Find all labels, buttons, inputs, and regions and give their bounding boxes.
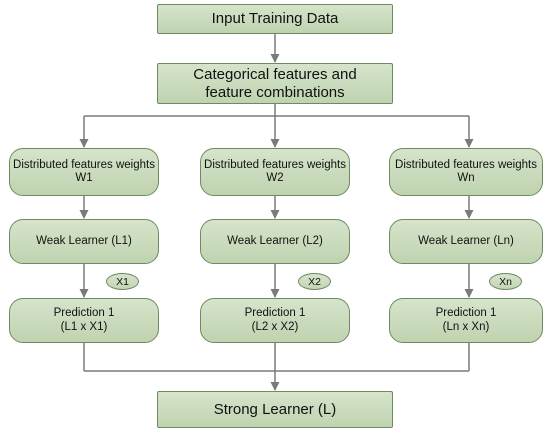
weights-box-1: Distributed features weights W1: [9, 148, 159, 196]
strong-learner-box: Strong Learner (L): [157, 391, 393, 428]
prediction-label-2: Prediction 1: [244, 307, 306, 320]
multiplier-badge-1: X1: [106, 273, 139, 290]
prediction-formula-1: (L1 x X1): [60, 320, 108, 333]
weights-id-2: W2: [266, 172, 284, 184]
weak-learner-label-1: Weak Learner (L1): [36, 234, 132, 247]
multiplier-badge-n: Xn: [489, 273, 522, 290]
prediction-label-1: Prediction 1: [53, 307, 115, 320]
weights-label-1: Distributed features weights: [13, 158, 155, 171]
weights-id-1: W1: [75, 172, 93, 184]
categorical-features-box: Categorical features and feature combina…: [157, 63, 393, 104]
weak-learner-label-2: Weak Learner (L2): [227, 234, 323, 247]
categorical-features-line2: feature combinations: [205, 83, 345, 101]
weak-learner-box-n: Weak Learner (Ln): [389, 219, 543, 264]
weak-learner-label-n: Weak Learner (Ln): [418, 234, 514, 247]
prediction-formula-n: (Ln x Xn): [442, 320, 490, 333]
weights-label-n: Distributed features weights: [395, 158, 537, 171]
prediction-box-1: Prediction 1 (L1 x X1): [9, 298, 159, 343]
multiplier-label-1: X1: [116, 275, 129, 288]
weights-box-2: Distributed features weights W2: [200, 148, 350, 196]
weak-learner-box-1: Weak Learner (L1): [9, 219, 159, 264]
input-training-data-box: Input Training Data: [157, 4, 393, 34]
strong-learner-label: Strong Learner (L): [213, 400, 337, 418]
prediction-label-n: Prediction 1: [435, 307, 497, 320]
input-training-data-label: Input Training Data: [211, 10, 339, 28]
multiplier-badge-2: X2: [298, 273, 331, 290]
weights-label-2: Distributed features weights: [204, 158, 346, 171]
multiplier-label-n: Xn: [499, 275, 512, 288]
weak-learner-box-2: Weak Learner (L2): [200, 219, 350, 264]
weights-id-n: Wn: [457, 172, 475, 184]
categorical-features-line1: Categorical features and: [193, 66, 357, 84]
weights-box-n: Distributed features weights Wn: [389, 148, 543, 196]
multiplier-label-2: X2: [308, 275, 321, 288]
prediction-box-n: Prediction 1 (Ln x Xn): [389, 298, 543, 343]
prediction-formula-2: (L2 x X2): [251, 320, 299, 333]
prediction-box-2: Prediction 1 (L2 x X2): [200, 298, 350, 343]
